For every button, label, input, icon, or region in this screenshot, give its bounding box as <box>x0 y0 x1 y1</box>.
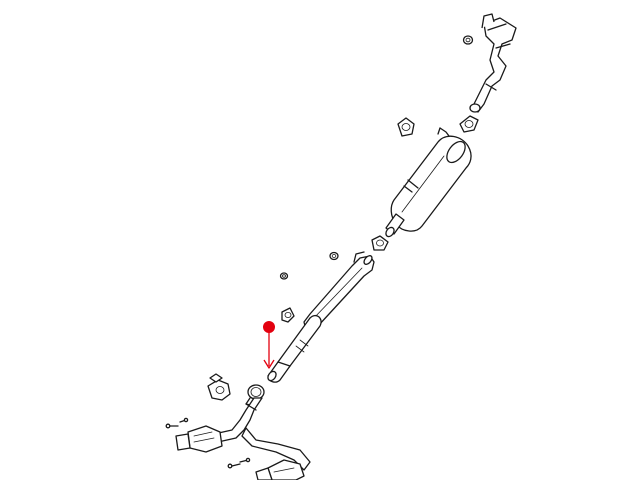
muffler-clamp <box>371 235 389 251</box>
muffler-inlet-pipe <box>385 213 405 238</box>
tail-pipe <box>469 13 517 113</box>
muffler <box>390 135 472 232</box>
intermediate-pipe <box>303 251 375 331</box>
flex-pipe-front-end <box>267 361 291 383</box>
manifold-stud-right <box>227 457 251 469</box>
resonator-clamp <box>281 307 295 323</box>
tail-pipe-nut <box>462 35 474 45</box>
red-dot-pointer-icon <box>263 321 275 369</box>
tail-pipe-clamp <box>459 115 479 133</box>
resonator <box>277 314 322 371</box>
left-catalytic-converter <box>175 425 223 453</box>
oxygen-sensor <box>207 373 231 401</box>
manifold-stud-left <box>165 417 189 429</box>
y-pipe <box>213 397 311 471</box>
muffler-isolator <box>397 117 415 137</box>
washer <box>279 272 289 280</box>
hanger-nut <box>329 251 339 261</box>
right-catalytic-converter <box>255 459 305 480</box>
